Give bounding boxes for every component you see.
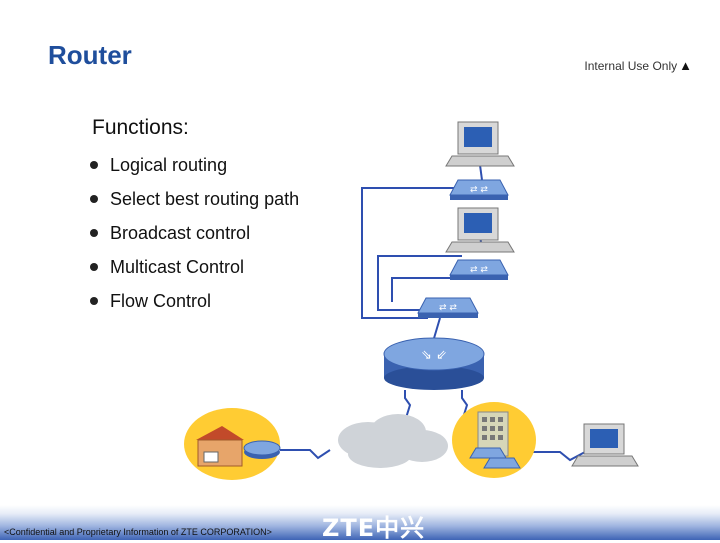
function-list: Logical routing Select best routing path… (90, 148, 299, 318)
switch-icon: ⇄ ⇄ (417, 297, 479, 318)
switch-icon: ⇄ ⇄ (449, 259, 509, 280)
link-line (391, 277, 462, 302)
pc-icon (445, 207, 515, 253)
link-line (479, 164, 483, 181)
list-item: Flow Control (90, 284, 299, 318)
bullet-icon (90, 263, 98, 271)
list-item: Multicast Control (90, 250, 299, 284)
bullet-icon (90, 161, 98, 169)
link-line (361, 187, 462, 319)
list-item: Select best routing path (90, 182, 299, 216)
pc-icon (571, 423, 639, 467)
svg-text:⇘ ⇙: ⇘ ⇙ (421, 348, 447, 363)
office-site-icon (452, 402, 536, 478)
router-icon: ⇘ ⇙ (383, 337, 485, 390)
home-site-icon (184, 408, 281, 480)
functions-heading: Functions: (92, 116, 189, 139)
switch-icon: ⇄ ⇄ (449, 179, 509, 200)
pc-icon (445, 121, 515, 167)
slide-title: Router (48, 40, 132, 70)
list-item: Logical routing (90, 148, 299, 182)
bullet-icon (90, 195, 98, 203)
network-diagram: ⇄ ⇄ ⇄ ⇄ ⇄ ⇄ ⇘ ⇙ (184, 121, 639, 480)
list-item: Broadcast control (90, 216, 299, 250)
link-line (280, 449, 331, 460)
svg-text:⇄ ⇄: ⇄ ⇄ (470, 265, 488, 275)
bullet-icon (90, 229, 98, 237)
svg-text:⇄ ⇄: ⇄ ⇄ (470, 185, 488, 195)
bullet-icon (90, 297, 98, 305)
footer-bar (0, 505, 720, 540)
classification-label: Internal Use Only▲ (584, 58, 692, 73)
cloud-icon (338, 414, 448, 468)
zte-logo: ZTE中兴 (322, 514, 426, 542)
link-line (377, 255, 462, 311)
svg-text:⇄ ⇄: ⇄ ⇄ (439, 303, 457, 313)
triangle-icon: ▲ (679, 58, 692, 73)
confidential-notice: <Confidential and Proprietary Informatio… (4, 527, 272, 537)
